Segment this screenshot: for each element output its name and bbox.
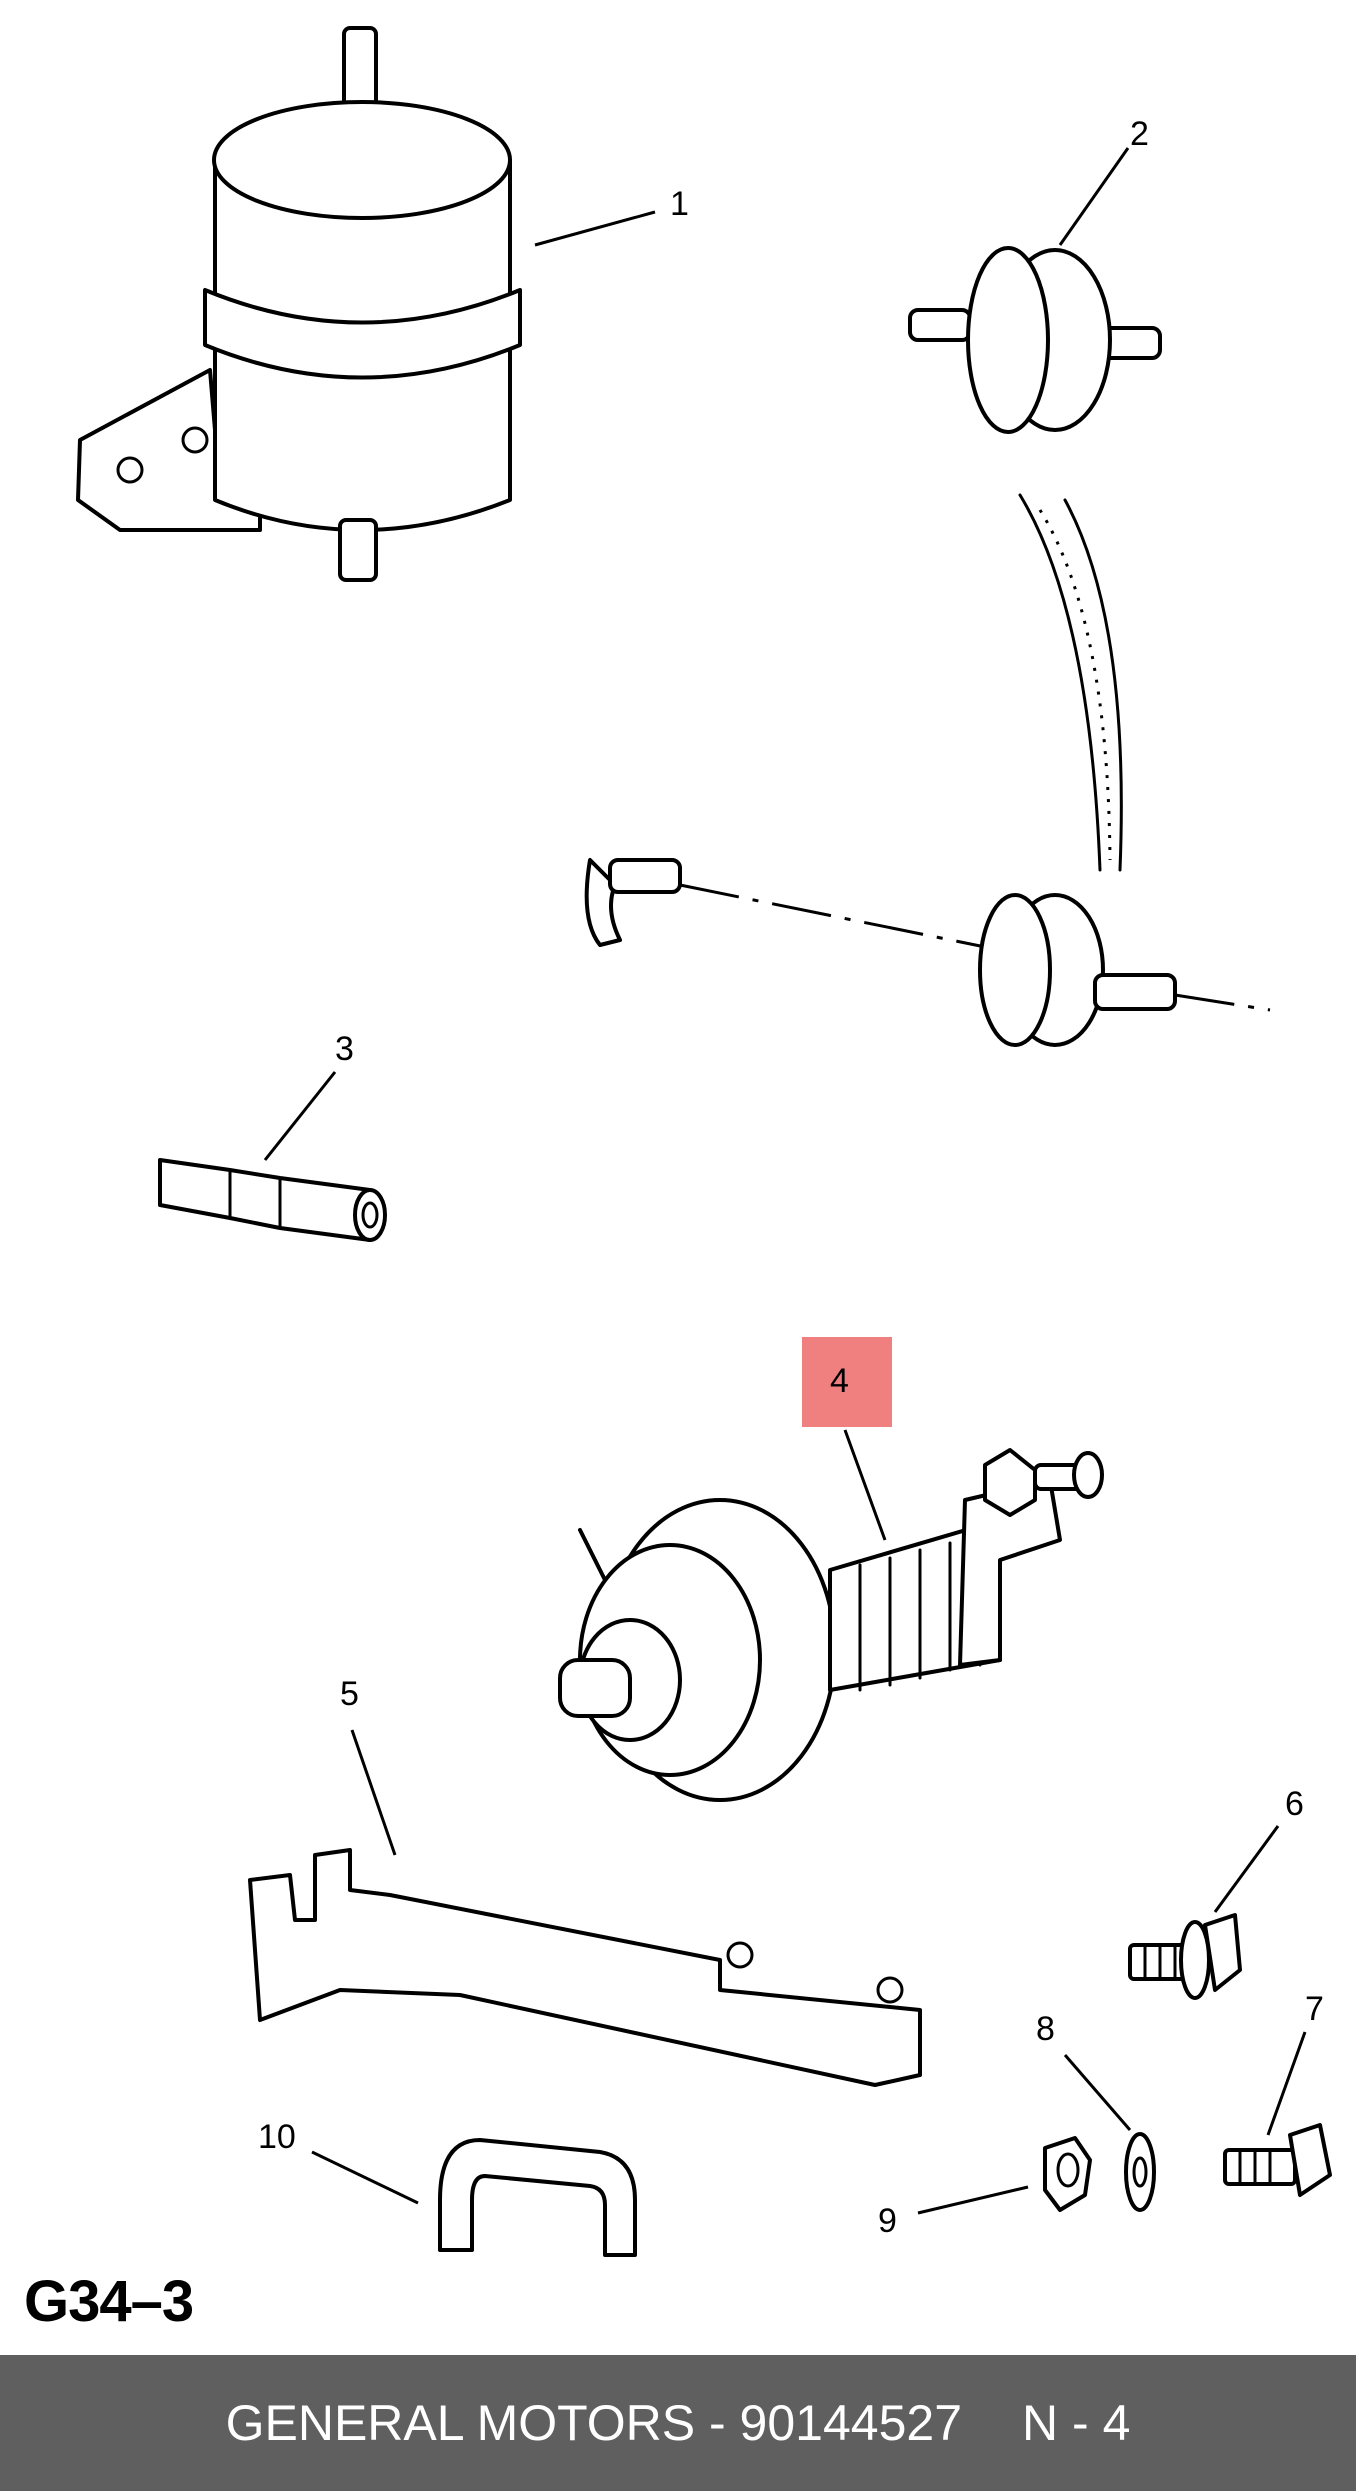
part-1-canister[interactable] <box>76 26 522 582</box>
line-assembly <box>584 858 1271 1047</box>
footer-brand-part-number: GENERAL MOTORS - 90144527 <box>225 2395 963 2451</box>
footer-bar: GENERAL MOTORS - 90144527 N - 4 <box>0 2355 1356 2491</box>
callout-4: 4 <box>830 1362 849 1400</box>
callout-labels: 1 2 3 4 5 6 7 8 9 10 <box>258 115 1324 2240</box>
callout-6: 6 <box>1285 1785 1304 1823</box>
callout-9: 9 <box>878 2202 897 2240</box>
part-7-bolt[interactable] <box>1223 2123 1332 2197</box>
part-2-filter[interactable] <box>908 246 1162 434</box>
part-8-washer[interactable] <box>1124 2132 1156 2212</box>
callout-5: 5 <box>340 1675 359 1713</box>
part-4-actuator[interactable] <box>558 1448 1104 1802</box>
part-5-bracket[interactable] <box>248 1848 922 2087</box>
footer-position: N - 4 <box>1022 2395 1131 2451</box>
part-6-bolt[interactable] <box>1128 1913 1242 2000</box>
figure-code: G34–3 <box>24 2269 194 2334</box>
part-3-connector[interactable] <box>158 1158 387 1242</box>
part-9-nut[interactable] <box>1043 2136 1092 2212</box>
vacuum-hose <box>1018 493 1123 872</box>
callout-7: 7 <box>1305 1990 1324 2028</box>
callout-8: 8 <box>1036 2010 1055 2048</box>
leader-lines <box>263 147 1307 2215</box>
callout-2: 2 <box>1130 115 1149 153</box>
callout-3: 3 <box>335 1030 354 1068</box>
callout-1: 1 <box>670 185 689 223</box>
callout-4-highlight <box>802 1337 892 1427</box>
callout-10: 10 <box>258 2118 296 2156</box>
parts-diagram: 1 2 3 4 5 6 7 8 9 10 <box>76 26 1332 2257</box>
part-10-hose[interactable] <box>438 2138 637 2257</box>
